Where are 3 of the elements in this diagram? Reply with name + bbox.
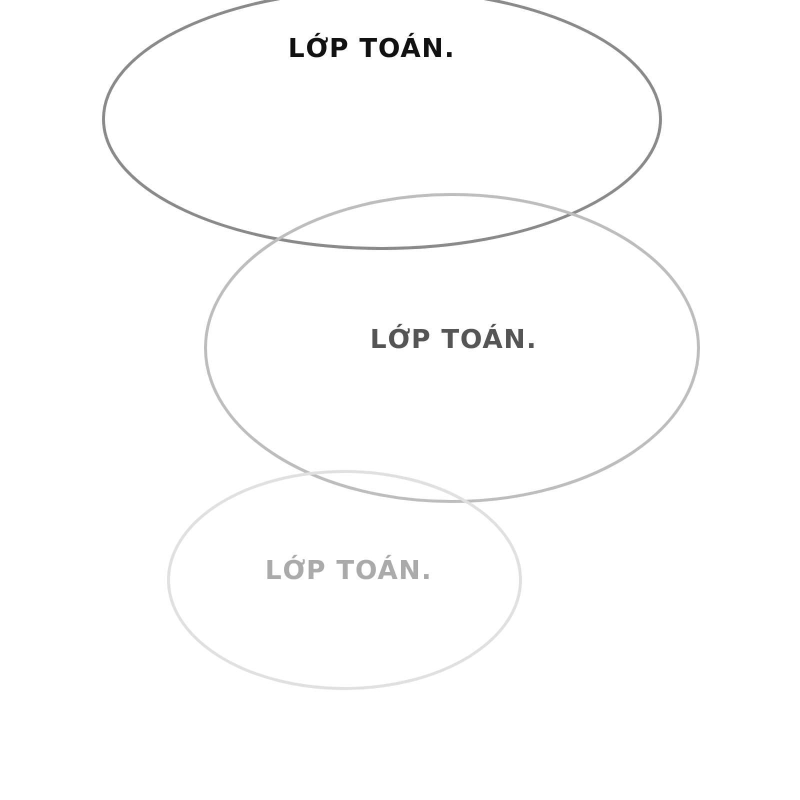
- bubble-text: LỚP TOÁN.: [265, 556, 432, 586]
- bubble-text: LỚP TOÁN.: [370, 325, 538, 355]
- bubble-text: LỚP TOÁN.: [288, 34, 456, 64]
